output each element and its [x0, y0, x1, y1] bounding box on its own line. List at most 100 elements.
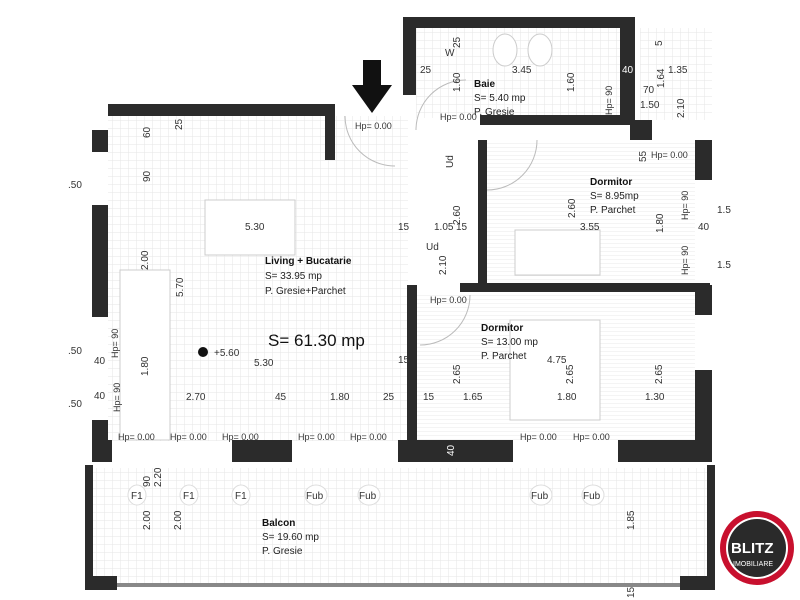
toilet: [492, 33, 518, 67]
svg-text:2.65: 2.65: [452, 364, 463, 384]
dining-table: [204, 199, 296, 256]
living-floor-type: P. Gresie+Parchet: [265, 286, 346, 297]
door-bedroom1: [486, 139, 538, 191]
svg-text:1.30: 1.30: [645, 392, 665, 403]
bed-2: [509, 319, 601, 421]
elevation: +5.60: [214, 348, 240, 359]
svg-text:4.75: 4.75: [547, 355, 567, 366]
svg-text:3.55: 3.55: [580, 222, 600, 233]
bidet: [527, 33, 553, 67]
svg-text:40: 40: [446, 444, 457, 456]
svg-text:60: 60: [142, 126, 153, 138]
total-area: S= 61.30 mp: [268, 331, 365, 350]
svg-text:Hp= 0.00: Hp= 0.00: [170, 432, 207, 442]
walls: [85, 17, 715, 590]
svg-text:2.00: 2.00: [142, 510, 153, 530]
balcony-floor-type: P. Gresie: [262, 546, 303, 557]
svg-text:Fub: Fub: [583, 491, 601, 502]
bedroom1-floor-type: P. Parchet: [590, 205, 636, 216]
svg-text:Hp= 90: Hp= 90: [110, 329, 120, 358]
svg-text:1.5: 1.5: [717, 205, 731, 216]
svg-text:15: 15: [456, 222, 468, 233]
dimension-labels: 60 25 90 5.30 2.00 5.70 1.80 2.70 45 1.8…: [68, 36, 731, 598]
svg-text:25: 25: [420, 65, 432, 76]
svg-text:Ud: Ud: [426, 242, 439, 253]
bedroom1-area: S= 8.95mp: [590, 191, 639, 202]
door-bedroom2: [419, 294, 471, 346]
svg-text:5.30: 5.30: [254, 358, 274, 369]
svg-text:Hp= 0.00: Hp= 0.00: [440, 112, 477, 122]
svg-text:2.65: 2.65: [565, 364, 576, 384]
svg-text:Hp= 0.00: Hp= 0.00: [355, 121, 392, 131]
svg-text:5.30: 5.30: [245, 222, 265, 233]
balcony-name: Balcon: [262, 518, 295, 529]
entrance-arrow-icon: [352, 60, 392, 113]
bedroom1-name: Dormitor: [590, 177, 632, 188]
svg-text:1.65: 1.65: [463, 392, 483, 403]
terrace-floor: [640, 28, 712, 120]
svg-text:2.70: 2.70: [186, 392, 206, 403]
svg-text:15: 15: [398, 222, 410, 233]
svg-text:1.85: 1.85: [626, 510, 637, 530]
svg-text:Hp= 0.00: Hp= 0.00: [573, 432, 610, 442]
svg-text:Hp= 0.00: Hp= 0.00: [651, 150, 688, 160]
svg-text:Hp= 0.00: Hp= 0.00: [298, 432, 335, 442]
svg-text:40: 40: [622, 65, 634, 76]
opening-labels: F1 F1 F1 Fub Fub Fub Fub Ud Ud: [127, 155, 605, 506]
svg-text:IMOBILIARE: IMOBILIARE: [733, 561, 773, 568]
svg-text:5.70: 5.70: [175, 277, 186, 297]
svg-text:1.5: 1.5: [717, 260, 731, 271]
svg-text:Fub: Fub: [306, 491, 324, 502]
svg-text:40: 40: [94, 356, 106, 367]
svg-text:2.00: 2.00: [173, 510, 184, 530]
svg-text:2.10: 2.10: [676, 98, 687, 118]
svg-text:70: 70: [643, 85, 655, 96]
svg-text:1.50: 1.50: [640, 100, 660, 111]
svg-text:Hp= 90: Hp= 90: [680, 246, 690, 275]
svg-text:55: 55: [638, 150, 649, 162]
svg-text:45: 45: [275, 392, 287, 403]
svg-text:Hp= 0.00: Hp= 0.00: [430, 295, 467, 305]
svg-text:2.60: 2.60: [452, 205, 463, 225]
bed-1: [514, 229, 601, 276]
svg-text:1.80: 1.80: [655, 213, 666, 233]
height-labels: Hp= 0.00 Hp= 0.00 Hp= 0.00 Hp= 0.00 Hp= …: [110, 86, 690, 442]
svg-text:.50: .50: [68, 180, 82, 191]
svg-text:F1: F1: [131, 491, 143, 502]
bath-floor-type: P. Gresie: [474, 107, 515, 118]
svg-text:15: 15: [398, 355, 410, 366]
svg-text:1.80: 1.80: [140, 356, 151, 376]
svg-text:1.60: 1.60: [452, 72, 463, 92]
svg-text:Hp= 0.00: Hp= 0.00: [350, 432, 387, 442]
door-entrance: [344, 115, 396, 167]
svg-text:40: 40: [698, 222, 710, 233]
svg-text:.50: .50: [68, 346, 82, 357]
svg-text:Fub: Fub: [359, 491, 377, 502]
svg-text:90: 90: [142, 475, 153, 487]
svg-text:Fub: Fub: [531, 491, 549, 502]
svg-text:F1: F1: [183, 491, 195, 502]
living-name: Living + Bucatarie: [265, 256, 352, 267]
svg-text:Hp= 90: Hp= 90: [680, 191, 690, 220]
balcony-area: S= 19.60 mp: [262, 532, 319, 543]
svg-text:25: 25: [174, 118, 185, 130]
svg-text:1.35: 1.35: [668, 65, 688, 76]
svg-text:25: 25: [452, 36, 463, 48]
svg-text:F1: F1: [235, 491, 247, 502]
bath-area: S= 5.40 mp: [474, 93, 526, 104]
svg-text:1.80: 1.80: [330, 392, 350, 403]
svg-text:1.60: 1.60: [566, 72, 577, 92]
svg-text:BLITZ: BLITZ: [731, 540, 774, 557]
svg-text:15: 15: [423, 392, 435, 403]
svg-text:Hp= 90: Hp= 90: [112, 383, 122, 412]
svg-text:5: 5: [654, 40, 665, 46]
svg-text:40: 40: [94, 391, 106, 402]
svg-text:90: 90: [142, 170, 153, 182]
door-bath: [415, 79, 467, 131]
elevation-marker-icon: [198, 347, 208, 357]
blitz-logo: BLITZ IMOBILIARE: [720, 511, 794, 585]
bath-name: Baie: [474, 79, 496, 90]
svg-text:1.05: 1.05: [434, 222, 454, 233]
bath-floor: [416, 28, 620, 118]
